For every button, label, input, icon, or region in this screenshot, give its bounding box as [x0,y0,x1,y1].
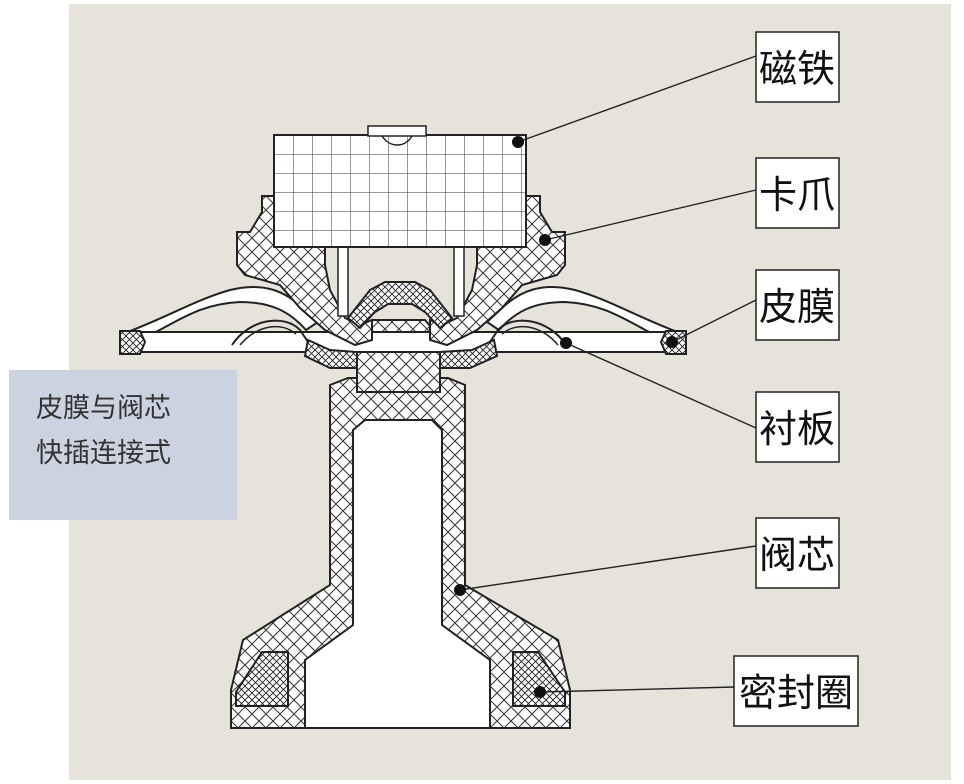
spool-tip [346,281,454,330]
callout-label-claw: 卡爪 [759,173,835,217]
callout-label-seal: 密封圈 [739,671,853,715]
magnet [273,125,527,248]
callout-seal: 密封圈 [733,655,859,727]
caption-box: 皮膜与阀芯 快插连接式 [9,370,237,520]
callout-label-spool: 阀芯 [759,533,835,577]
callout-label-liner: 衬板 [759,407,835,451]
callout-magnet: 磁铁 [755,31,840,103]
callout-label-membrane: 皮膜 [759,285,835,329]
caption-line-1: 皮膜与阀芯 [36,393,171,424]
caption-line-2: 快插连接式 [36,438,171,469]
seal-rings [235,651,566,707]
leader-dots [454,136,678,698]
callout-spool: 阀芯 [755,517,840,589]
callout-label-magnet: 磁铁 [759,47,835,91]
callout-liner: 衬板 [755,391,840,463]
callout-membrane: 皮膜 [755,269,840,341]
leader-lines [459,55,757,693]
callout-claw: 卡爪 [755,157,840,229]
